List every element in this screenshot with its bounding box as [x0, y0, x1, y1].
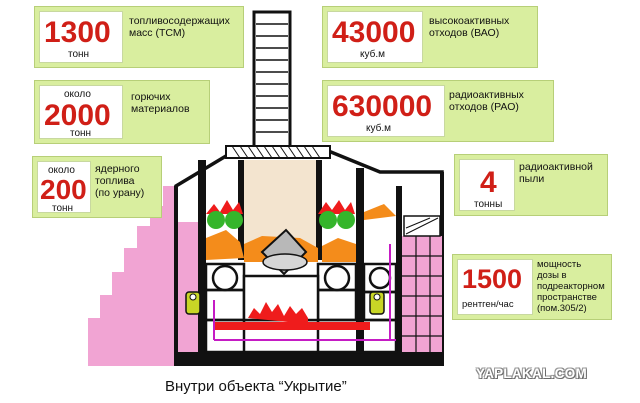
- card-fuel-value-box: около 200 тонн: [37, 161, 91, 214]
- column-center-right: [316, 160, 322, 260]
- fuel-description: ядерного топлива (по урану): [95, 163, 145, 199]
- hlw-description: высокоактивных отходов (ВАО): [429, 15, 510, 39]
- debris-upper-right: [364, 204, 396, 220]
- truss-lattice: [231, 145, 321, 159]
- debris-left: [206, 230, 244, 260]
- opening-right: [323, 264, 351, 292]
- fuel-cluster-left: [206, 200, 243, 229]
- reactor-hall-interior: [238, 160, 322, 248]
- annex-grid: [402, 236, 442, 352]
- card-dust: 4 тонны радиоактивной пыли: [454, 154, 608, 216]
- pump-right: [369, 291, 385, 315]
- fuel-unit: тонн: [52, 203, 74, 214]
- combustible-description: горючих материалов: [131, 91, 190, 115]
- tsm-number: 1300: [44, 16, 111, 49]
- stack-rungs: [256, 23, 288, 133]
- card-rw-value-box: 630000 куб.м: [327, 85, 445, 137]
- card-combustible: около 2000 тонн горючих материалов: [34, 80, 210, 144]
- opening-far-right: [368, 266, 392, 290]
- cables: [213, 244, 396, 341]
- foundation: [176, 352, 442, 366]
- tsm-description: топливосодержащих масс (ТСМ): [129, 15, 230, 39]
- dust-number: 4: [480, 166, 497, 199]
- opening-left: [211, 264, 239, 292]
- fuel-cluster-right: [318, 200, 355, 229]
- lava-floor: [214, 322, 370, 330]
- rw-description: радиоактивных отходов (РАО): [449, 89, 524, 113]
- combustible-prefix: около: [64, 89, 91, 100]
- tsm-unit: тонн: [68, 49, 90, 60]
- hlw-number: 43000: [332, 16, 416, 49]
- card-tsm: 1300 тонн топливосодержащих масс (ТСМ): [34, 6, 244, 68]
- lava-masses: [248, 302, 308, 324]
- card-tsm-value-box: 1300 тонн: [39, 11, 123, 63]
- watermark: YAPLAKAL.COM: [476, 366, 588, 381]
- column-right: [356, 168, 364, 352]
- card-dose: 1500 рентген/час мощность дозы в подреак…: [452, 254, 612, 320]
- card-fuel: около 200 тонн ядерного топлива (по уран…: [32, 156, 162, 218]
- annex-block: [402, 236, 442, 352]
- dose-number: 1500: [462, 264, 523, 294]
- dust-description: радиоактивной пыли: [519, 161, 593, 185]
- fuel-prefix: около: [48, 165, 75, 176]
- card-dose-value-box: 1500 рентген/час: [457, 259, 533, 315]
- debris-right: [322, 238, 356, 262]
- caption: Внутри объекта “Укрытие”: [165, 378, 347, 395]
- pump-left: [185, 291, 201, 315]
- dust-unit: тонны: [474, 199, 503, 210]
- card-rw: 630000 куб.м радиоактивных отходов (РАО): [322, 80, 554, 142]
- column-left: [198, 160, 206, 352]
- hlw-unit: куб.м: [360, 49, 385, 60]
- annex-stair-lines: [405, 217, 439, 235]
- dose-unit: рентген/час: [462, 299, 514, 310]
- card-combustible-value-box: около 2000 тонн: [39, 85, 123, 139]
- card-dust-value-box: 4 тонны: [459, 159, 515, 211]
- dose-description: мощность дозы в подреакторном пространст…: [537, 259, 605, 314]
- rw-unit: куб.м: [366, 123, 391, 134]
- reactor-lid: [260, 228, 308, 276]
- combustible-unit: тонн: [70, 128, 92, 139]
- combustible-number: 2000: [44, 99, 111, 132]
- card-hlw-value-box: 43000 куб.м: [327, 11, 423, 63]
- fuel-number: 200: [40, 174, 87, 205]
- cascade-wall: [88, 186, 176, 366]
- column-far-right: [396, 186, 402, 352]
- rw-number: 630000: [332, 90, 433, 123]
- roof-truss: [225, 145, 331, 159]
- card-hlw: 43000 куб.м высокоактивных отходов (ВАО): [322, 6, 538, 68]
